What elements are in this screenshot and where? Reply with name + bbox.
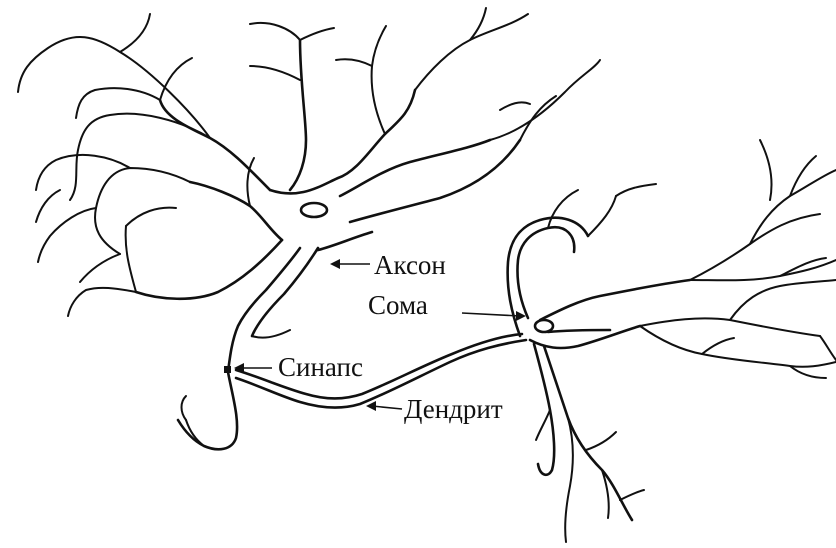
- right-neuron-dendrites: [534, 140, 836, 542]
- axon-arrowhead: [330, 259, 340, 269]
- right-neuron: [508, 140, 836, 542]
- right-neuron-nucleus: [535, 320, 553, 332]
- label-soma: Сома: [368, 290, 428, 320]
- synapse-region: [178, 366, 237, 449]
- label-dendrite: Дендрит: [404, 394, 503, 424]
- label-axon-group: Аксон: [330, 250, 446, 280]
- label-synapse: Синапс: [278, 352, 363, 382]
- label-axon: Аксон: [374, 250, 446, 280]
- right-neuron-soma: [508, 218, 690, 348]
- soma-arrow: [462, 313, 520, 316]
- synapse-marker: [224, 366, 231, 373]
- dendrite-arrow: [372, 406, 402, 409]
- left-neuron-nucleus: [301, 203, 327, 217]
- dendrite-arrowhead: [366, 401, 376, 411]
- label-synapse-group: Синапс: [234, 352, 363, 382]
- left-neuron-dendrites: [18, 8, 600, 316]
- label-soma-group: Сома: [368, 290, 526, 321]
- label-dendrite-group: Дендрит: [366, 394, 503, 424]
- left-neuron-soma: [136, 40, 520, 299]
- left-neuron-axon: [228, 232, 372, 372]
- left-neuron: [18, 8, 600, 449]
